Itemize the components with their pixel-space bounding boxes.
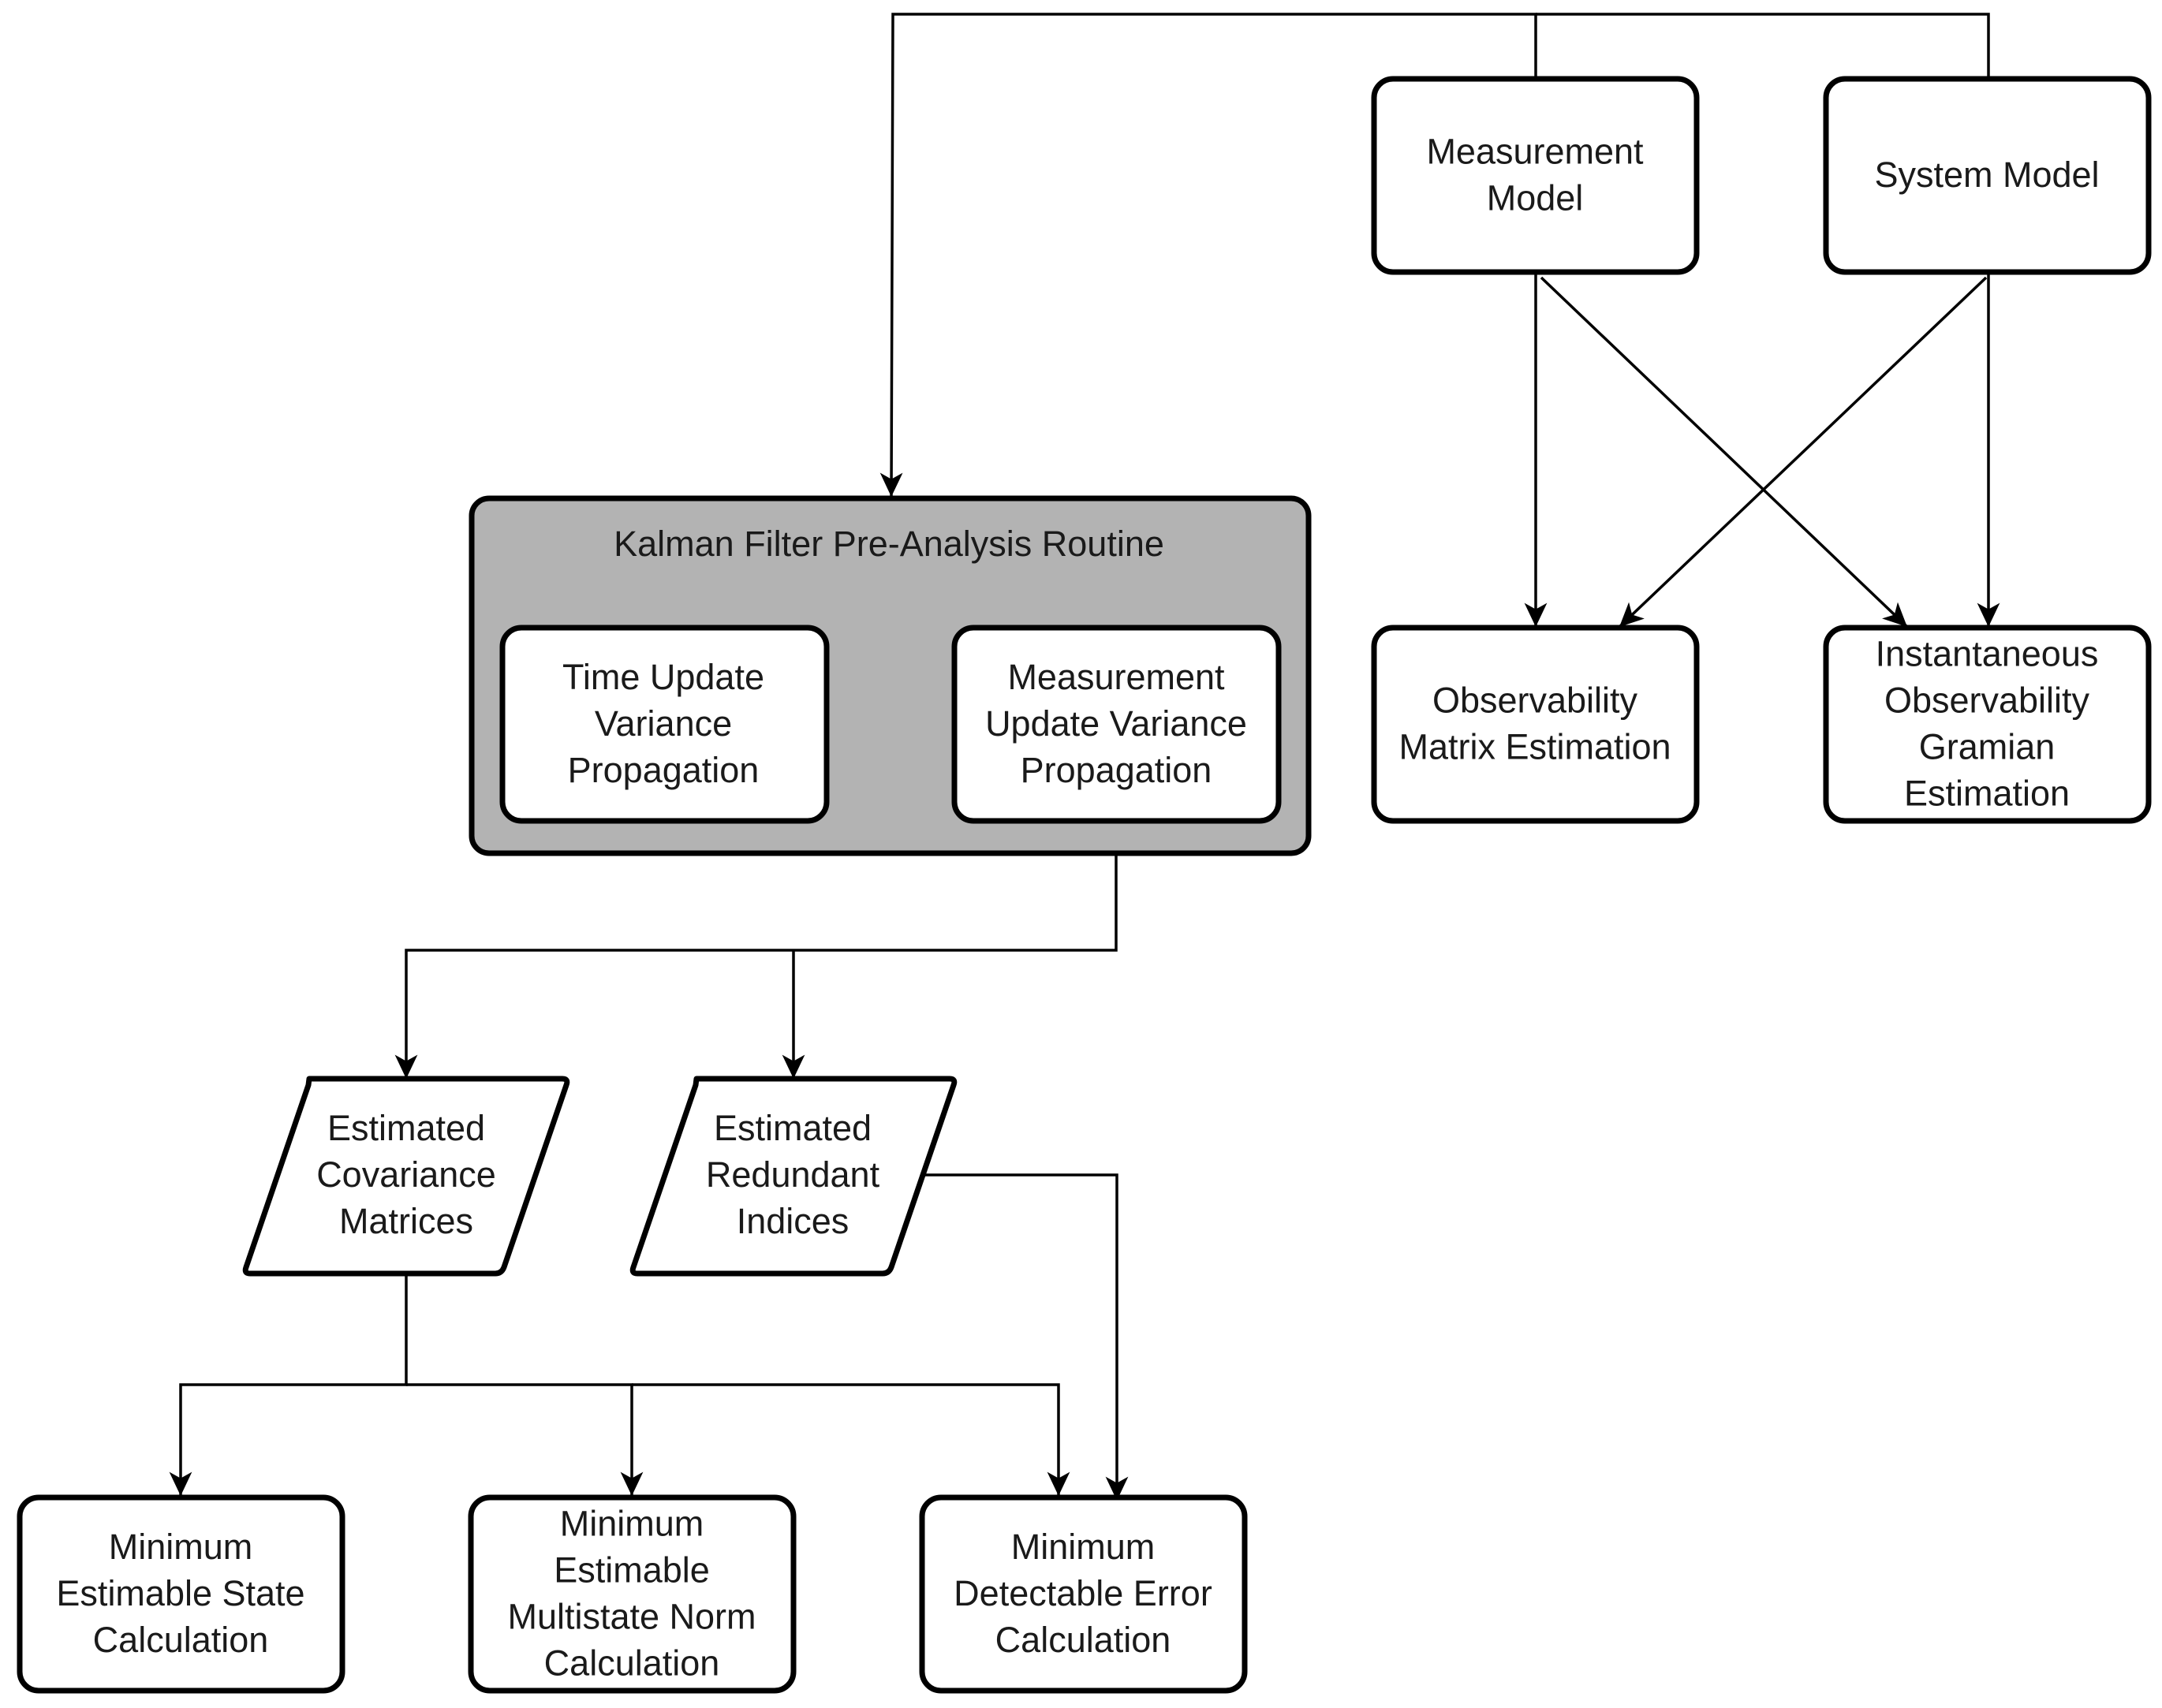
label-line: Calculation [995, 1620, 1171, 1660]
label-line: Matrices [339, 1201, 473, 1241]
system-model-label: System Model [1874, 155, 2099, 195]
edge-system-model-top [1536, 13, 1990, 77]
label-line: Estimated [327, 1108, 485, 1148]
edge-covariance-to-multistate [406, 1383, 644, 1496]
label-line: Redundant [706, 1154, 880, 1195]
edge-measmodel-to-gramian [1540, 276, 1909, 628]
label-line: Indices [737, 1201, 849, 1241]
kalman-group-title: Kalman Filter Pre-Analysis Routine [614, 524, 1164, 564]
label-line: Propagation [1021, 750, 1212, 790]
label-line: Variance [595, 703, 732, 744]
label-line: Model [1487, 178, 1584, 218]
label-line: Estimation [1904, 774, 2070, 814]
label-line: Observability [1432, 681, 1638, 721]
label-line: Measurement [1426, 132, 1644, 172]
label-line: Propagation [568, 750, 760, 790]
label-line: Estimable [554, 1550, 710, 1591]
label-line: Gramian [1919, 727, 2056, 767]
system-model-node[interactable]: System Model [1823, 76, 2152, 275]
edge-covariance-to-minstate [169, 1275, 408, 1496]
edge-sysmodel-to-obsmatrix [1618, 276, 1988, 628]
label-line: System Model [1874, 155, 2099, 195]
label-line: Detectable Error [954, 1573, 1212, 1613]
label-line: Calculation [93, 1620, 269, 1660]
label-line: Calculation [544, 1643, 720, 1684]
edge-models-to-kalman [879, 13, 1537, 498]
label-line: Estimable State [56, 1573, 304, 1613]
label-line: Minimum [560, 1504, 704, 1544]
label-line: Minimum [1011, 1527, 1156, 1567]
label-line: Time Update [562, 657, 764, 697]
edge-measupdate-to-outputs [394, 821, 1118, 1079]
label-line: Minimum [109, 1527, 253, 1567]
label-line: Instantaneous [1876, 634, 2099, 674]
label-line: Estimated [714, 1108, 872, 1148]
label-line: Measurement [1007, 657, 1225, 697]
label-line: Covariance [316, 1154, 496, 1195]
edge-redundant-to-detectable [921, 1173, 1129, 1501]
label-line: Matrix Estimation [1398, 727, 1671, 767]
label-line: Multistate Norm [507, 1597, 756, 1637]
label-line: Update Variance [985, 703, 1247, 744]
label-line: Observability [1884, 681, 2090, 721]
edge-covariance-to-detectable [632, 1383, 1070, 1496]
